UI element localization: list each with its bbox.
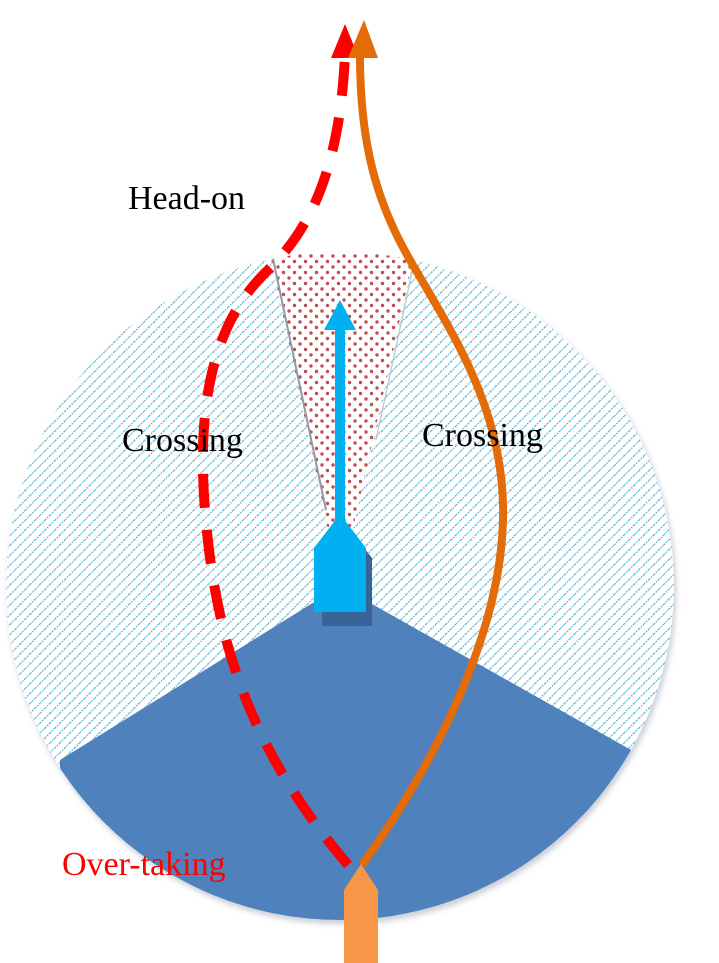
orange-path — [356, 54, 508, 868]
target-ship-icon — [344, 864, 378, 963]
own-ship-heading — [324, 300, 356, 520]
head-on-label: Head-on — [128, 180, 245, 217]
own-ship-icon — [314, 514, 372, 626]
head-on-boundary-left — [267, 252, 327, 511]
crossing-left-label: Crossing — [122, 422, 243, 459]
over-taking-sector — [60, 586, 640, 920]
crossing-right-label: Crossing — [422, 417, 543, 454]
orange-path-arrowhead — [348, 20, 378, 58]
over-taking-label: Over-taking — [62, 846, 226, 883]
red-dashed-path — [197, 54, 352, 869]
